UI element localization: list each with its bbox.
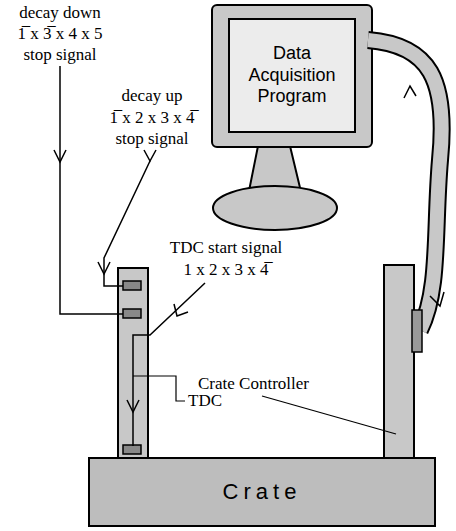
controller-port [412,310,422,352]
decay-up-wire [104,161,150,286]
signal-label: 1̅ x 3̅ x 4 x 5 [18,24,103,44]
signal-label: decay up [122,86,183,106]
signal-label: decay down [19,3,101,23]
monitor-base [213,186,337,230]
start-wire [133,283,205,446]
tdc-connector [123,281,141,290]
tdc-connector [123,309,141,318]
crate-box: Crate [88,457,436,527]
monitor-screen: Data Acquisition Program [228,18,356,133]
signal-label: stop signal [115,129,188,149]
signal-label: 1 x 2 x 3 x 4̅ [184,260,269,280]
part-label: TDC [188,391,222,411]
signal-label: TDC start signal [170,238,282,258]
cable-arrow [404,86,416,98]
signal-label: 1̅ x 2 x 3 x 4̅ [110,108,195,128]
leader-line [133,376,185,401]
node-text: Crate [223,479,302,505]
decay-down-wire [60,66,123,314]
monitor-frame [212,5,372,147]
crate-controller-module [384,265,414,458]
cable-arrow [430,292,444,306]
leader-line [262,396,396,434]
node-text: Data Acquisition Program [236,43,348,108]
wire-fork [144,150,156,161]
wire-arrow [54,150,66,162]
wire-arrow [174,304,188,316]
wire-arrow [127,400,139,412]
tdc-connector [123,445,141,454]
wire-arrow [98,262,110,274]
signal-label: stop signal [23,45,96,65]
